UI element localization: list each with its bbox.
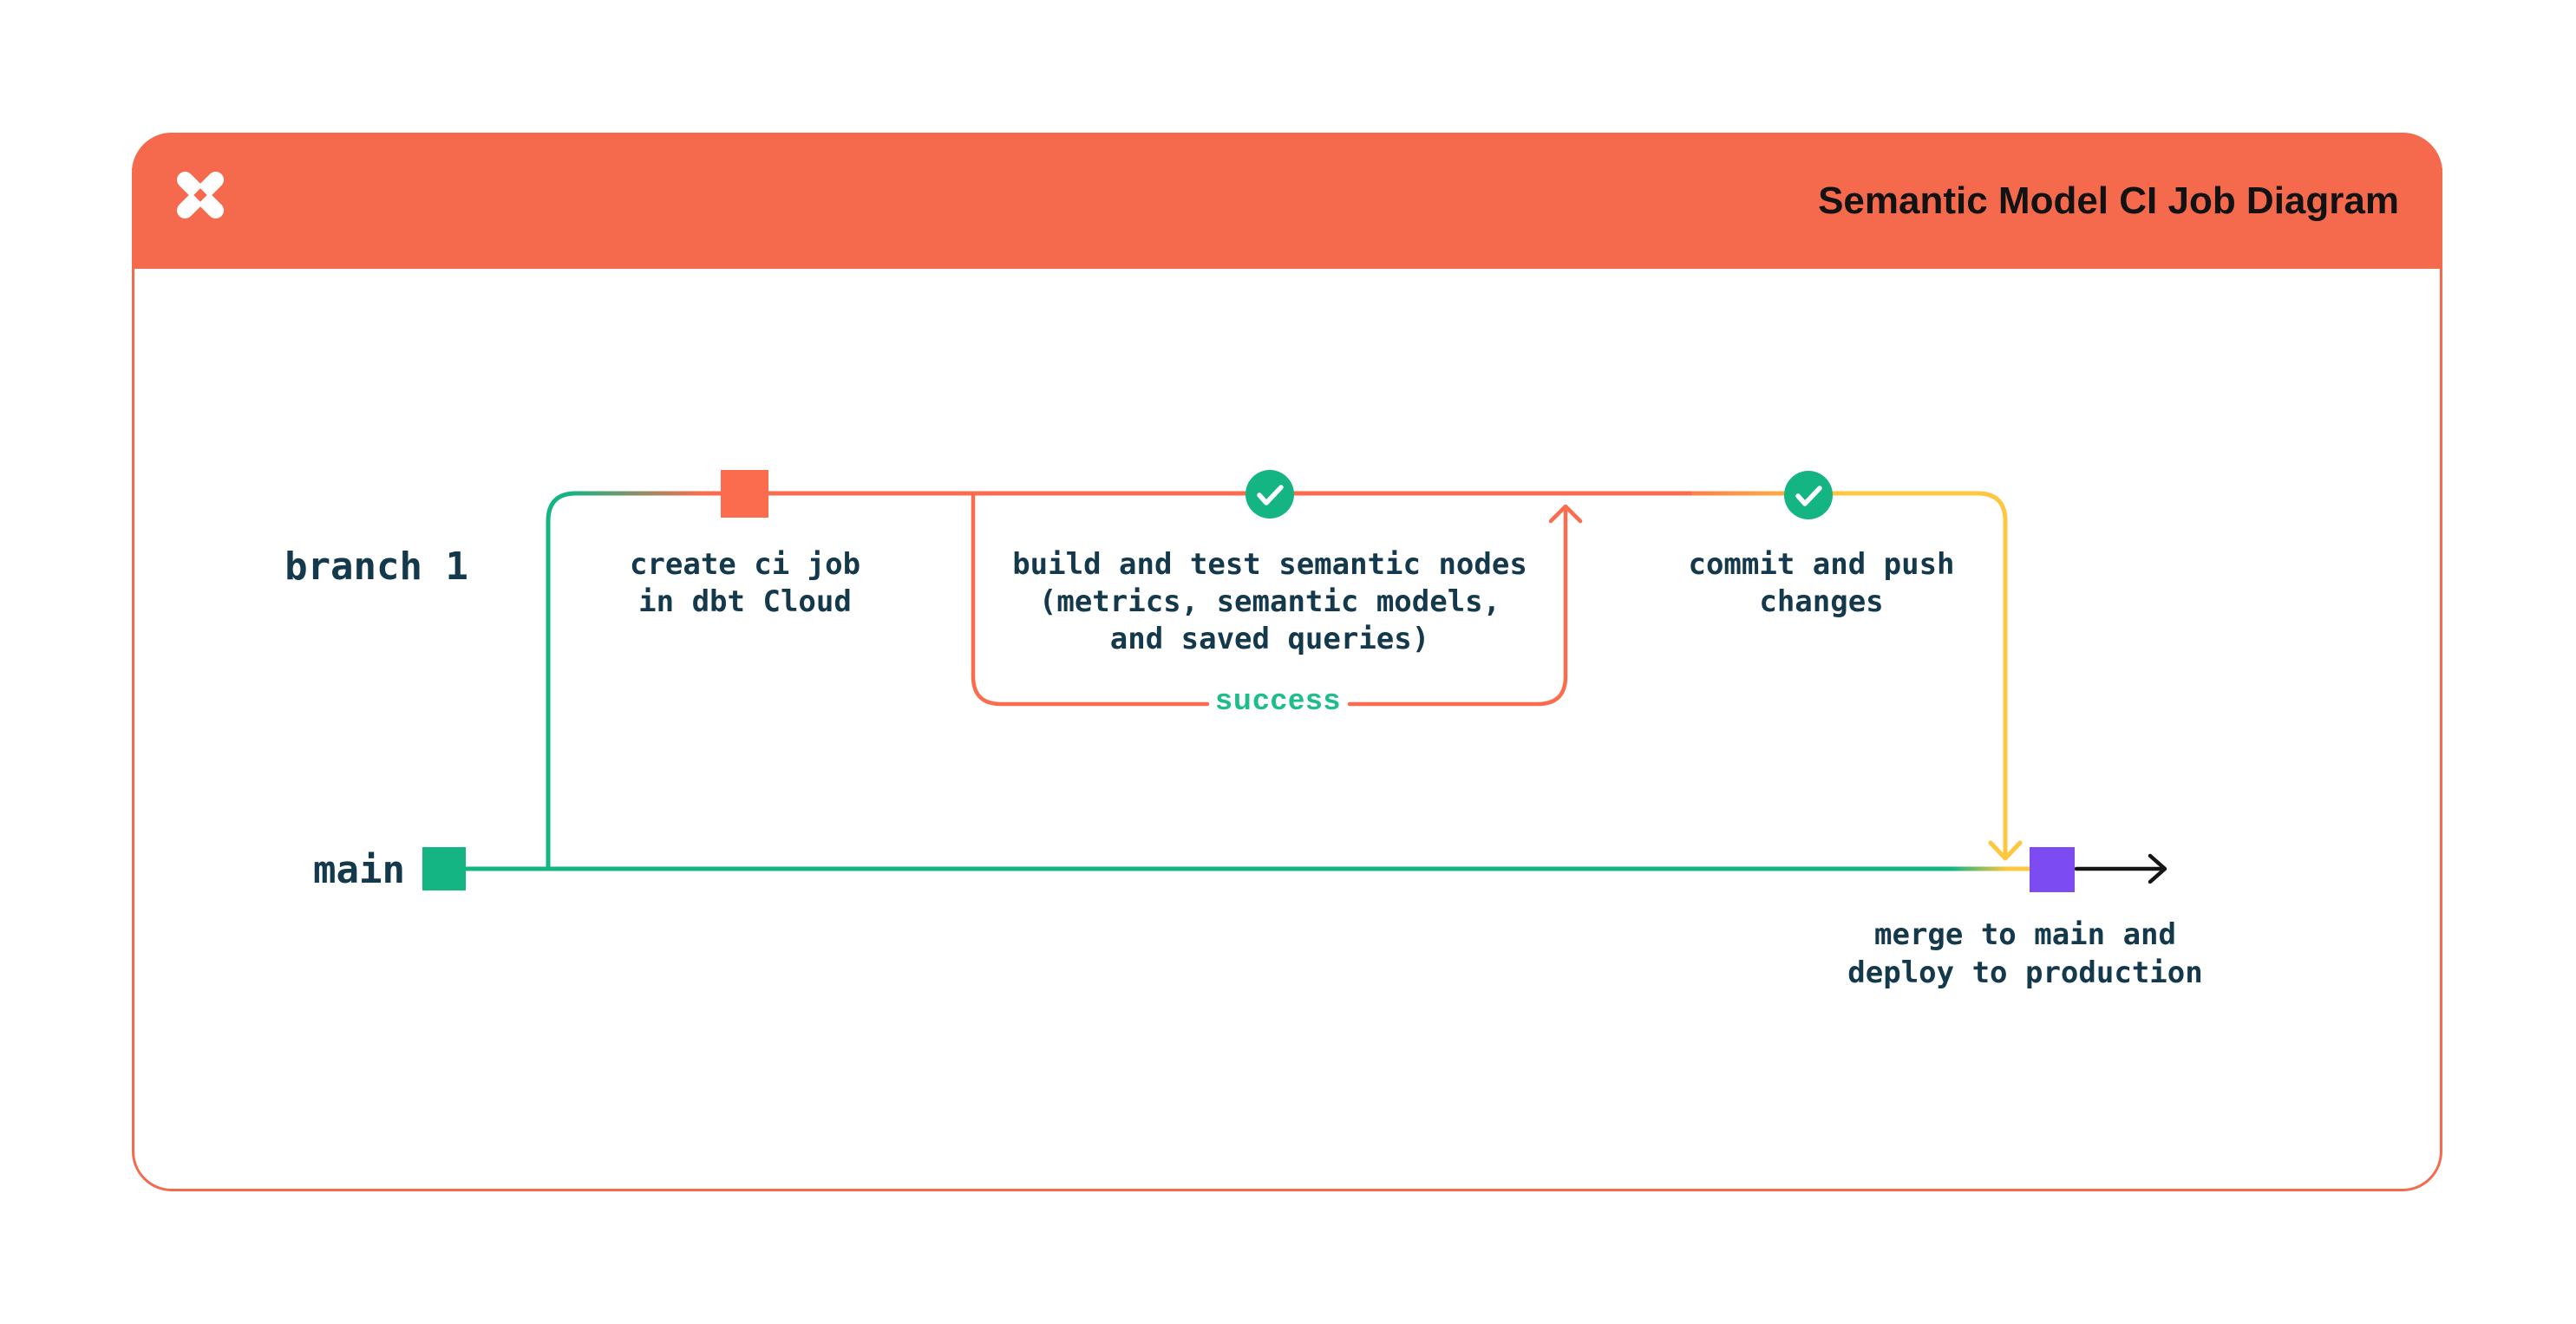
success-loop-right <box>1347 507 1568 707</box>
main-label: main <box>313 848 405 892</box>
page-title: Semantic Model CI Job Diagram <box>1818 179 2399 222</box>
success-loop-arrowhead-up <box>1548 504 1583 524</box>
node-build-test-label: build and test semantic nodes (metrics, … <box>1012 547 1527 656</box>
create-ci-job-commit-square <box>721 470 768 518</box>
header-bar: Semantic Model CI Job Diagram <box>132 133 2442 269</box>
checkmark-icon <box>1795 486 1822 506</box>
commit-push-check-icon <box>1784 471 1833 519</box>
dbt-logo-icon <box>176 171 225 219</box>
merge-commit-square <box>2030 847 2075 892</box>
success-loop-label: success <box>1215 683 1342 716</box>
branch1-label: branch 1 <box>284 545 468 589</box>
merge-arrowhead-down <box>1988 840 2023 861</box>
build-test-check-icon <box>1246 470 1294 519</box>
success-loop-left <box>971 491 1210 707</box>
node-commit-push-label: commit and push changes <box>1688 547 1955 619</box>
branch1-start-line <box>546 491 579 871</box>
main-commit-square <box>422 847 466 890</box>
continue-arrowhead-right <box>2148 853 2167 884</box>
checkmark-icon <box>1257 485 1284 505</box>
node-create-ci-job-label: create ci job in dbt Cloud <box>629 547 861 619</box>
branch1-merge-line <box>1845 491 2008 858</box>
diagram-card <box>132 133 2442 1191</box>
node-merge-deploy-label: merge to main and deploy to production <box>1847 917 2203 990</box>
